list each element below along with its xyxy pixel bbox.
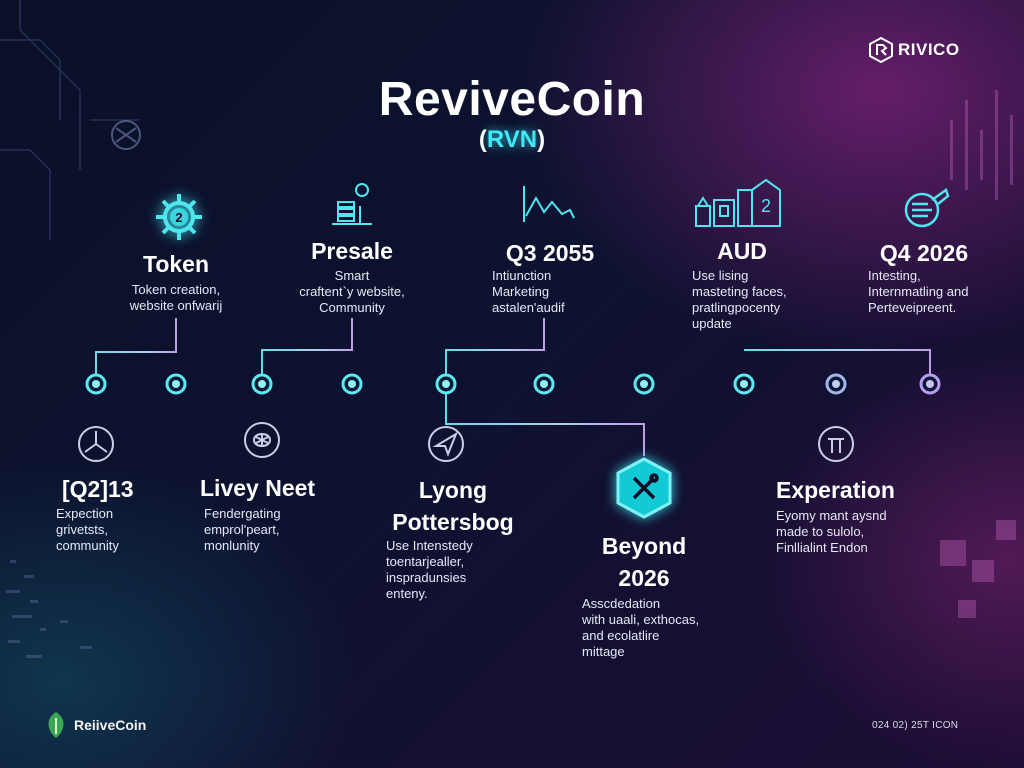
trend-line-icon xyxy=(520,184,576,226)
desc-line: website onfwarij xyxy=(129,298,223,313)
milestone-heading-livey: Livey Neet xyxy=(200,475,316,501)
desc-line: Expection xyxy=(56,506,114,521)
desc-line: Intiunction xyxy=(492,268,552,283)
buildings-icon: 2 xyxy=(692,176,786,230)
milestone-heading-aud: AUD xyxy=(717,238,767,264)
milestone-heading-q2: [Q2]13 xyxy=(62,476,134,502)
desc-line: Internmatling and xyxy=(868,284,969,299)
desc-line: Smart xyxy=(334,268,370,283)
desc-line: Token creation, xyxy=(131,282,221,297)
desc-line: enteny. xyxy=(386,586,428,601)
connector-q3 xyxy=(445,318,545,384)
milestone-desc-token: Token creation, website onfwarij xyxy=(106,282,246,314)
paper-plane-icon xyxy=(426,424,466,464)
desc-line: Finllialint Endon xyxy=(776,540,868,555)
desc-line: astalen'audif xyxy=(492,300,565,315)
ticker-symbol: (RVN) xyxy=(0,126,1024,154)
desc-line: inspradunsies xyxy=(386,570,467,585)
desc-line: Intesting, xyxy=(868,268,921,283)
svg-text:2: 2 xyxy=(175,210,182,225)
svg-text:2: 2 xyxy=(761,196,771,216)
desc-line: with uaali, exthocas, xyxy=(582,612,700,627)
milestone-heading-experation: Experation xyxy=(776,477,895,503)
milestone-desc-aud: Use lising masteting faces, pratlingpoce… xyxy=(692,268,787,332)
desc-line: grivetsts, xyxy=(56,522,109,537)
connector-lyong xyxy=(445,384,645,456)
milestone-heading-token: Token xyxy=(142,251,210,277)
desc-line: toentarjealler, xyxy=(386,554,465,569)
leaf-logo-icon xyxy=(48,712,64,738)
milestone-desc-experation: Eyomy mant aysnd made to sulolo, Finllia… xyxy=(776,508,887,556)
footer-date: 024 02) 25T ICON xyxy=(872,720,959,731)
desc-line: Asscdedation xyxy=(582,596,661,611)
brain-icon xyxy=(242,420,282,460)
gear-icon: 2 xyxy=(152,190,206,244)
desc-line: craftent`y website, xyxy=(299,284,405,299)
desc-line: Use lising xyxy=(692,268,749,283)
heading-text: Lyong Pottersbog xyxy=(392,477,514,535)
footer-brand-name: ReiiveCoin xyxy=(74,717,147,733)
ticker-close-paren: ) xyxy=(537,126,546,153)
desc-line: masteting faces, xyxy=(692,284,787,299)
ticker-open-paren: ( xyxy=(478,126,487,153)
desc-line: Fendergating xyxy=(204,506,281,521)
desc-line: update xyxy=(692,316,732,331)
hexagon-logo-icon xyxy=(869,36,893,64)
desc-line: Marketing xyxy=(492,284,550,299)
milestone-heading-q4: Q4 2026 xyxy=(879,240,969,266)
desc-line: Eyomy mant aysnd xyxy=(776,508,887,523)
desc-line: made to sulolo, xyxy=(776,524,865,539)
footer-brand: ReiiveCoin xyxy=(44,710,146,740)
target-icon xyxy=(902,186,952,230)
tools-icon xyxy=(612,456,676,520)
pi-icon xyxy=(816,424,856,464)
milestone-desc-presale: Smart craftent`y website, Community xyxy=(276,268,428,316)
desc-line: emprol'peart, xyxy=(204,522,280,537)
milestone-heading-beyond: Beyond 2026 xyxy=(582,530,706,594)
heading-text: Beyond 2026 xyxy=(601,533,687,591)
desc-line: Perteveipreent. xyxy=(868,300,957,315)
desc-line: monlunity xyxy=(204,538,260,553)
bar-chart-icon xyxy=(330,182,376,228)
desc-line: mittage xyxy=(582,644,625,659)
brand-logo-top-right: RIVICO xyxy=(868,36,960,64)
connector-q4 xyxy=(744,349,931,384)
desc-line: Community xyxy=(319,300,385,315)
desc-line: community xyxy=(56,538,119,553)
desc-line: pratlingpocenty xyxy=(692,300,781,315)
milestone-heading-q3: Q3 2055 xyxy=(505,240,595,266)
connector-presale xyxy=(261,318,353,384)
desc-line: and ecolatlire xyxy=(582,628,660,643)
ticker-code: RVN xyxy=(486,126,538,153)
connector-token xyxy=(95,318,177,384)
brand-name: RIVICO xyxy=(898,40,960,59)
milestone-desc-livey: Fendergating emprol'peart, monlunity xyxy=(204,506,281,554)
milestone-heading-lyong: Lyong Pottersbog xyxy=(378,474,528,538)
milestone-desc-q2: Expection grivetsts, community xyxy=(56,506,119,554)
milestone-desc-q3: Intiunction Marketing astalen'audif xyxy=(492,268,565,316)
page-title: ReviveCoin xyxy=(378,73,646,126)
milestone-desc-lyong: Use Intenstedy toentarjealler, inspradun… xyxy=(386,538,473,602)
desc-line: Use Intenstedy xyxy=(386,538,473,553)
milestone-desc-beyond: Asscdedation with uaali, exthocas, and e… xyxy=(582,596,699,660)
milestone-heading-presale: Presale xyxy=(311,238,393,264)
fan-icon xyxy=(76,424,116,464)
milestone-desc-q4: Intesting, Internmatling and Perteveipre… xyxy=(868,268,968,316)
